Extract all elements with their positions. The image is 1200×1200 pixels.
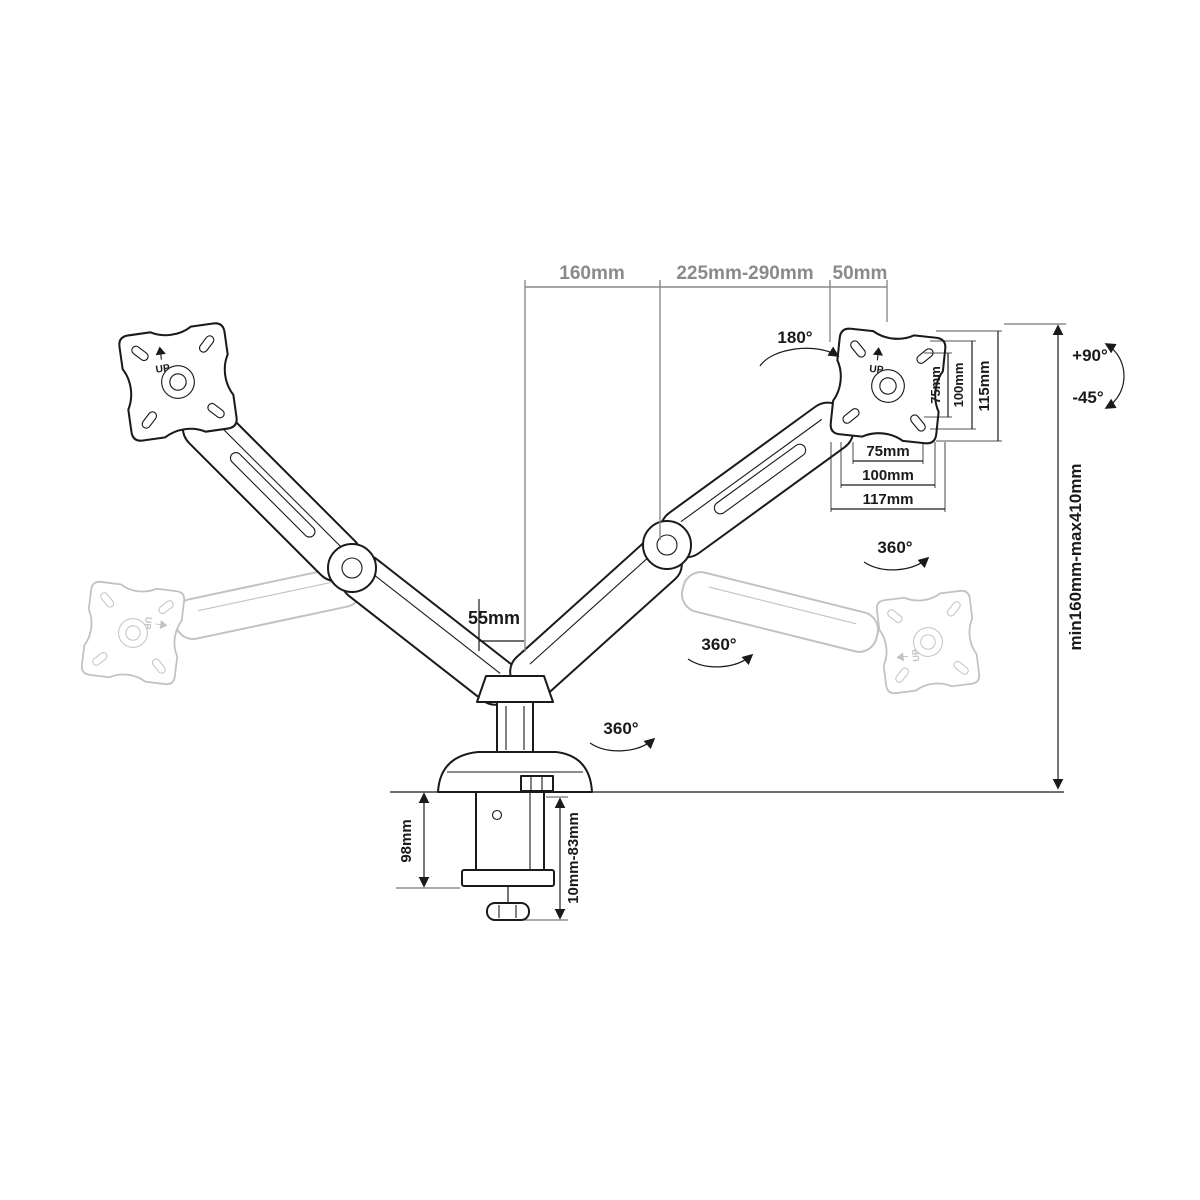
clamp-foot bbox=[461, 869, 555, 887]
left-elbow-joint bbox=[327, 543, 377, 593]
ghost-right-vesa-plate bbox=[874, 588, 982, 696]
ghost-right-arm-line bbox=[708, 586, 857, 625]
swivel-middle-arrow-icon bbox=[687, 653, 754, 668]
dim-height-range: min160mm-max410mm bbox=[1066, 463, 1085, 650]
clamp-screw-knob bbox=[486, 902, 530, 921]
rotation-180-label: 180° bbox=[777, 328, 812, 347]
dim-98mm: 98mm bbox=[398, 819, 415, 862]
height-range-dimension: min160mm-max410mm bbox=[1004, 323, 1085, 790]
clamp-dimensions: 98mm 10mm-83mm bbox=[396, 791, 582, 921]
right-elbow-joint bbox=[642, 520, 692, 570]
dim-vesa-horizontal-75: 75mm bbox=[866, 443, 909, 460]
clamp-body bbox=[475, 791, 545, 875]
rotation-180-arrow-icon bbox=[759, 346, 840, 367]
tilt-arc-arrow-icon bbox=[1104, 343, 1125, 409]
swivel-top-arrow-icon bbox=[863, 556, 930, 571]
dim-vesa-height-115: 115mm bbox=[976, 361, 993, 412]
dim-160mm: 160mm bbox=[559, 263, 625, 284]
tilt-up-label: +90° bbox=[1072, 346, 1108, 365]
vesa-detail-dimensions: 75mm 100mm 115mm 75mm 100mm 117mm bbox=[830, 330, 1002, 512]
right-upper-arm-slot bbox=[713, 443, 807, 515]
left-elbow-cap bbox=[341, 557, 363, 579]
ghost-left-vesa-plate bbox=[79, 579, 187, 687]
arm-assembly bbox=[117, 321, 948, 921]
left-vesa-plate bbox=[117, 321, 239, 443]
swivel-top-label: 360° bbox=[877, 538, 912, 557]
ghost-positions bbox=[79, 566, 982, 696]
swivel-middle-label: 360° bbox=[701, 635, 736, 654]
left-upper-arm-ridge bbox=[216, 422, 345, 551]
center-column bbox=[496, 701, 534, 755]
dim-vesa-vertical-100: 100mm bbox=[951, 363, 966, 408]
right-upper-arm-ridge bbox=[680, 418, 823, 523]
right-elbow-cap bbox=[656, 534, 678, 556]
tilt-down-label: -45° bbox=[1072, 388, 1104, 407]
dim-vesa-vertical-75: 75mm bbox=[928, 366, 943, 404]
ghost-left-arm-line bbox=[197, 580, 338, 612]
dim-225-290mm: 225mm-290mm bbox=[676, 263, 813, 284]
swivel-base-arrow-icon bbox=[589, 737, 656, 752]
top-dimensions: 160mm 225mm-290mm 50mm bbox=[524, 263, 888, 652]
motion-annotations: 180° +90° -45° 360° 360° 360° bbox=[589, 328, 1125, 752]
right-lower-arm-ridge bbox=[529, 555, 651, 665]
left-lower-arm-ridge bbox=[372, 573, 501, 674]
swivel-base-label: 360° bbox=[603, 719, 638, 738]
dim-55mm: 55mm bbox=[468, 608, 520, 628]
ghost-right-arm bbox=[680, 571, 880, 653]
base-cable-clip bbox=[520, 775, 554, 792]
left-upper-arm-slot bbox=[229, 452, 316, 538]
offset-55-dimension: 55mm bbox=[468, 599, 524, 651]
dim-vesa-horizontal-100: 100mm bbox=[862, 467, 914, 484]
dim-50mm: 50mm bbox=[833, 263, 888, 284]
center-yoke bbox=[476, 675, 554, 703]
dim-vesa-width-117: 117mm bbox=[863, 491, 914, 508]
clamp-bolt-hole bbox=[491, 809, 503, 821]
dim-10-83mm: 10mm-83mm bbox=[565, 812, 582, 904]
